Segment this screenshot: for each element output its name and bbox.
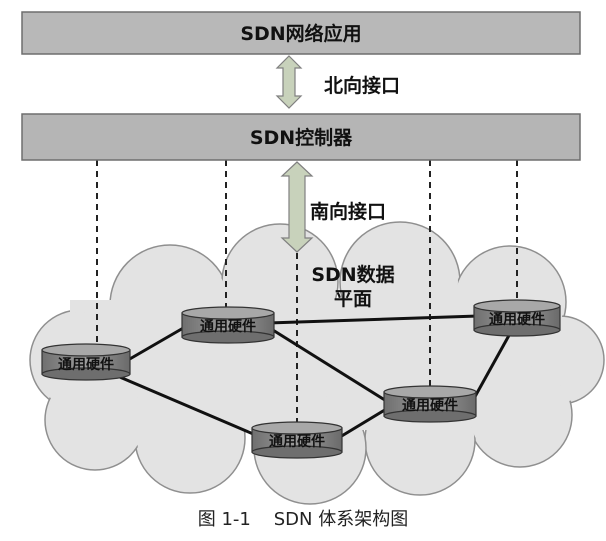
data-plane-label-line1: SDN数据 (311, 263, 394, 286)
data-plane-links (107, 314, 514, 439)
hardware-node: 通用硬件 (473, 299, 561, 337)
data-plane-label-line2: 平面 (334, 288, 372, 310)
figure-caption: 图 1-1 SDN 体系架构图 (198, 509, 408, 530)
hardware-node: 通用硬件 (41, 343, 131, 381)
hardware-node-label: 通用硬件 (58, 356, 114, 373)
hardware-node-label: 通用硬件 (489, 311, 545, 328)
southbound-interface-label: 南向接口 (310, 200, 386, 223)
hardware-node: 通用硬件 (383, 385, 477, 423)
app-layer-label: SDN网络应用 (240, 22, 361, 45)
hardware-node-label: 通用硬件 (402, 397, 458, 414)
northbound-interface-label: 北向接口 (324, 74, 400, 97)
southbound-arrow (280, 161, 314, 253)
controller-to-hardware-links (96, 160, 518, 428)
hardware-node-label: 通用硬件 (269, 433, 325, 450)
controller-layer: SDN控制器 (21, 113, 581, 161)
northbound-arrow (275, 55, 303, 109)
hardware-node: 通用硬件 (251, 421, 343, 459)
controller-layer-label: SDN控制器 (250, 126, 353, 149)
hardware-node: 通用硬件 (181, 306, 275, 344)
hardware-node-label: 通用硬件 (200, 318, 256, 335)
app-layer: SDN网络应用 (21, 11, 581, 55)
